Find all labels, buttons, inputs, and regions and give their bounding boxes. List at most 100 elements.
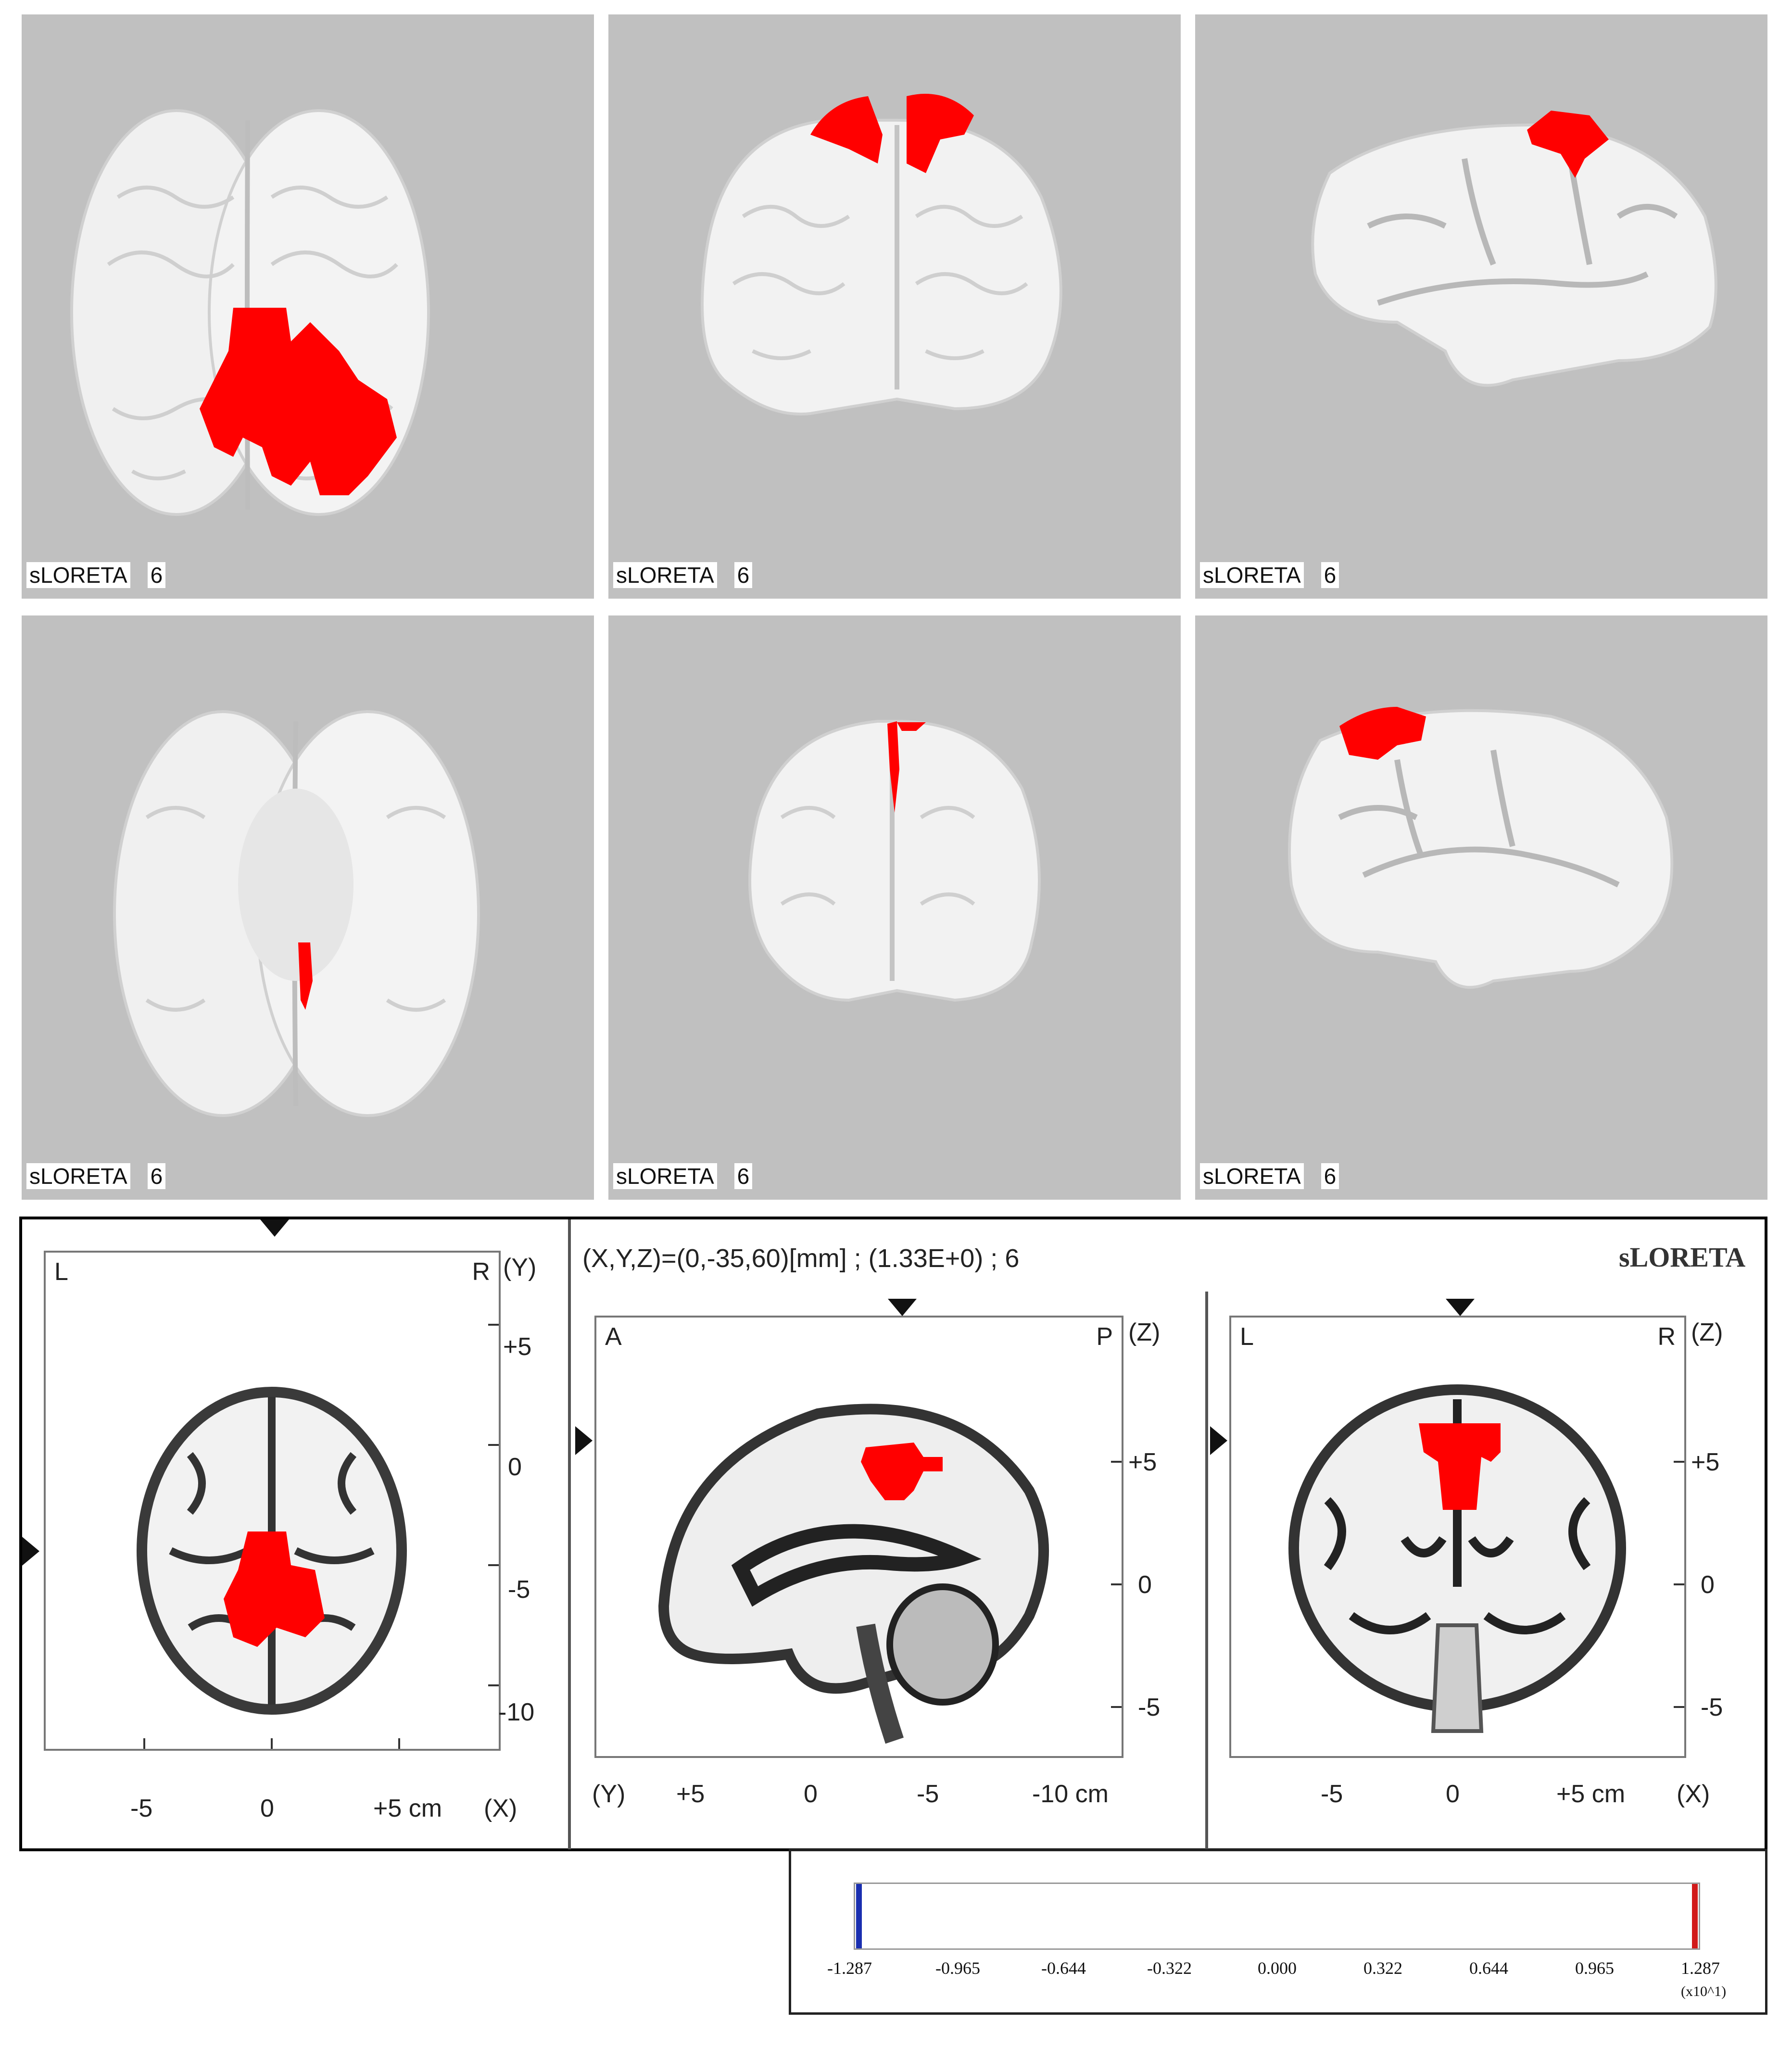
coordinate-readout: (X,Y,Z)=(0,-35,60)[mm] ; (1.33E+0) ; 6 [582, 1244, 1020, 1273]
method-label: sLORETA [613, 1163, 717, 1189]
colorbar-panel: -1.287 -0.965 -0.644 -0.322 0.000 0.322 … [789, 1849, 1767, 2015]
brand-label: sLORETA [1619, 1242, 1746, 1273]
x-tick: -5 [917, 1780, 939, 1808]
activation-region [897, 722, 926, 731]
x-tick: 0 [1446, 1780, 1460, 1808]
colorbar-tick: 0.965 [1575, 1958, 1614, 1978]
y-tick: 0 [508, 1453, 522, 1481]
y-tick: 0 [1138, 1571, 1152, 1599]
view-left[interactable]: sLORETA 6 [1195, 615, 1767, 1200]
corner-label-right: R [472, 1258, 490, 1286]
activation-region [1419, 1423, 1501, 1510]
y-tick: +5 [1128, 1448, 1157, 1476]
x-tick: -5 [1321, 1780, 1343, 1808]
frame-index: 6 [147, 1163, 166, 1189]
axis-label: (X) [484, 1795, 517, 1822]
axis-label: (Z) [1128, 1318, 1161, 1346]
colorbar-neg-end [856, 1884, 862, 1948]
x-tick: -10 cm [1032, 1780, 1109, 1808]
divider [568, 1219, 571, 1849]
x-tick: +5 cm [1556, 1780, 1626, 1808]
coronal-slice[interactable]: L R [1229, 1316, 1686, 1758]
y-tick: 0 [1701, 1571, 1715, 1599]
view-bottom[interactable]: sLORETA 6 [22, 615, 594, 1200]
method-label: sLORETA [1200, 1163, 1304, 1189]
x-tick: -5 [130, 1795, 153, 1822]
activation-region [1339, 707, 1426, 760]
brain-left-render [1288, 707, 1674, 989]
method-label: sLORETA [1200, 562, 1304, 588]
view-back[interactable]: sLORETA 6 [608, 615, 1181, 1200]
cursor-marker-icon[interactable] [575, 1426, 593, 1455]
colorbar[interactable] [854, 1883, 1700, 1950]
cursor-marker-icon[interactable] [1210, 1426, 1227, 1455]
frame-index: 6 [1321, 1163, 1339, 1189]
activation-region [810, 96, 883, 163]
view-label: sLORETA 6 [26, 562, 166, 588]
corner-label-right: R [1657, 1323, 1676, 1351]
x-tick: 0 [260, 1795, 274, 1822]
colorbar-tick: -0.322 [1147, 1958, 1192, 1978]
corner-label-left: L [54, 1258, 68, 1286]
corner-label-right: P [1096, 1323, 1113, 1351]
frame-index: 6 [147, 562, 166, 588]
view-label: sLORETA 6 [1200, 1163, 1339, 1189]
cursor-marker-icon[interactable] [888, 1299, 917, 1316]
corner-label-left: L [1240, 1323, 1254, 1351]
activation-region [200, 308, 397, 495]
y-tick: -5 [1701, 1694, 1723, 1721]
y-tick: +5 [1691, 1448, 1720, 1476]
colorbar-tick: 0.322 [1363, 1958, 1402, 1978]
colorbar-tick: -0.644 [1041, 1958, 1086, 1978]
axis-label: (Y) [503, 1254, 537, 1281]
cursor-marker-icon[interactable] [22, 1537, 39, 1566]
view-top[interactable]: sLORETA 6 [22, 14, 594, 599]
y-tick: +5 [503, 1333, 532, 1361]
frame-index: 6 [1321, 562, 1339, 588]
axis-label: (X) [1677, 1780, 1710, 1808]
activation-region [861, 1443, 943, 1500]
activation-region [887, 721, 899, 813]
colorbar-tick: -0.965 [935, 1958, 980, 1978]
colorbar-exponent: (x10^1) [1681, 1983, 1727, 1999]
x-tick: +5 [676, 1780, 705, 1808]
activation-region [907, 94, 974, 173]
y-tick: -5 [1138, 1694, 1161, 1721]
x-tick: 0 [804, 1780, 818, 1808]
brain-back-render [748, 720, 1041, 1002]
method-label: sLORETA [26, 1163, 130, 1189]
view-label: sLORETA 6 [26, 1163, 166, 1189]
brain-front-render [701, 94, 1062, 416]
brain-bottom-render [113, 710, 480, 1117]
method-label: sLORETA [26, 562, 130, 588]
brain-top-render [70, 109, 430, 516]
coronal-slice-image [1288, 1384, 1684, 1733]
colorbar-pos-end [1692, 1884, 1698, 1948]
method-label: sLORETA [613, 562, 717, 588]
corner-label-left: A [605, 1323, 622, 1351]
view-right[interactable]: sLORETA 6 [1195, 14, 1767, 599]
frame-index: 6 [734, 1163, 753, 1189]
activation-region [1527, 111, 1609, 178]
cursor-marker-icon[interactable] [260, 1219, 289, 1237]
frame-index: 6 [734, 562, 753, 588]
axial-slice-image [137, 1324, 499, 1749]
y-tick: -5 [508, 1576, 530, 1604]
cursor-marker-icon[interactable] [1446, 1299, 1475, 1316]
colorbar-tick: 0.644 [1469, 1958, 1508, 1978]
view-front[interactable]: sLORETA 6 [608, 14, 1181, 599]
sagittal-slice[interactable]: A P [594, 1316, 1123, 1758]
view-label: sLORETA 6 [613, 1163, 753, 1189]
divider [1205, 1292, 1208, 1849]
activation-region [298, 942, 313, 1010]
x-tick: +5 cm [373, 1795, 442, 1822]
activation-region [224, 1531, 325, 1647]
brain-right-render [1311, 111, 1717, 387]
y-tick: -10 [498, 1698, 535, 1726]
view-label: sLORETA 6 [1200, 562, 1339, 588]
colorbar-tick: 0.000 [1258, 1958, 1297, 1978]
slice-viewer: (X,Y,Z)=(0,-35,60)[mm] ; (1.33E+0) ; 6 s… [19, 1217, 1767, 1851]
colorbar-tick: 1.287 [1681, 1958, 1720, 1978]
sagittal-slice-image [658, 1404, 1122, 1744]
axial-slice[interactable]: L R [44, 1251, 501, 1751]
